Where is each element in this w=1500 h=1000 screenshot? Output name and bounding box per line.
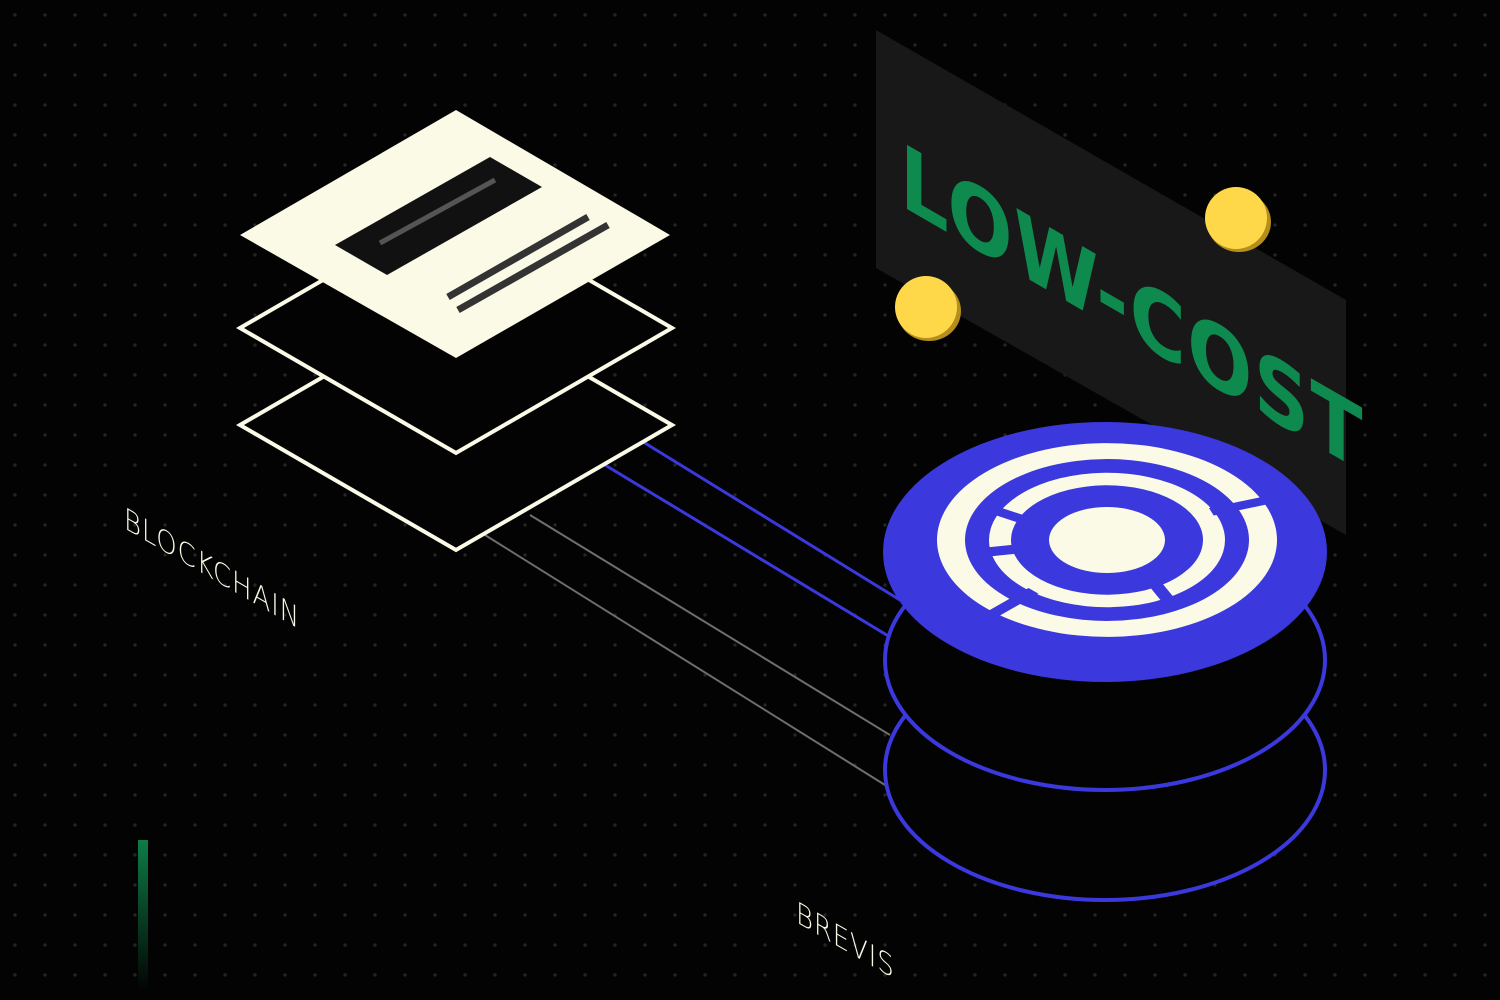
accent-bar <box>138 840 148 990</box>
coin-icon <box>1205 187 1271 252</box>
coin-2 <box>895 276 957 338</box>
brevis-stack <box>883 422 1327 902</box>
brevis-logo-icon <box>937 443 1277 637</box>
connector-blue-1 <box>639 438 901 602</box>
sign-panel <box>876 30 1346 535</box>
layer-top-block <box>335 157 542 275</box>
connector-gray-1 <box>529 514 891 736</box>
coin-1 <box>1205 187 1267 249</box>
layer-top-text-line-1 <box>446 213 590 301</box>
stacked-layers-icon <box>236 110 676 553</box>
connector-lines <box>484 438 901 786</box>
connector-blue-2 <box>604 463 896 642</box>
coin-icon-2 <box>895 276 961 341</box>
connector-gray-2 <box>484 534 886 786</box>
layer-top-block-line <box>378 177 497 246</box>
layer-top-text-line-2 <box>456 221 610 314</box>
